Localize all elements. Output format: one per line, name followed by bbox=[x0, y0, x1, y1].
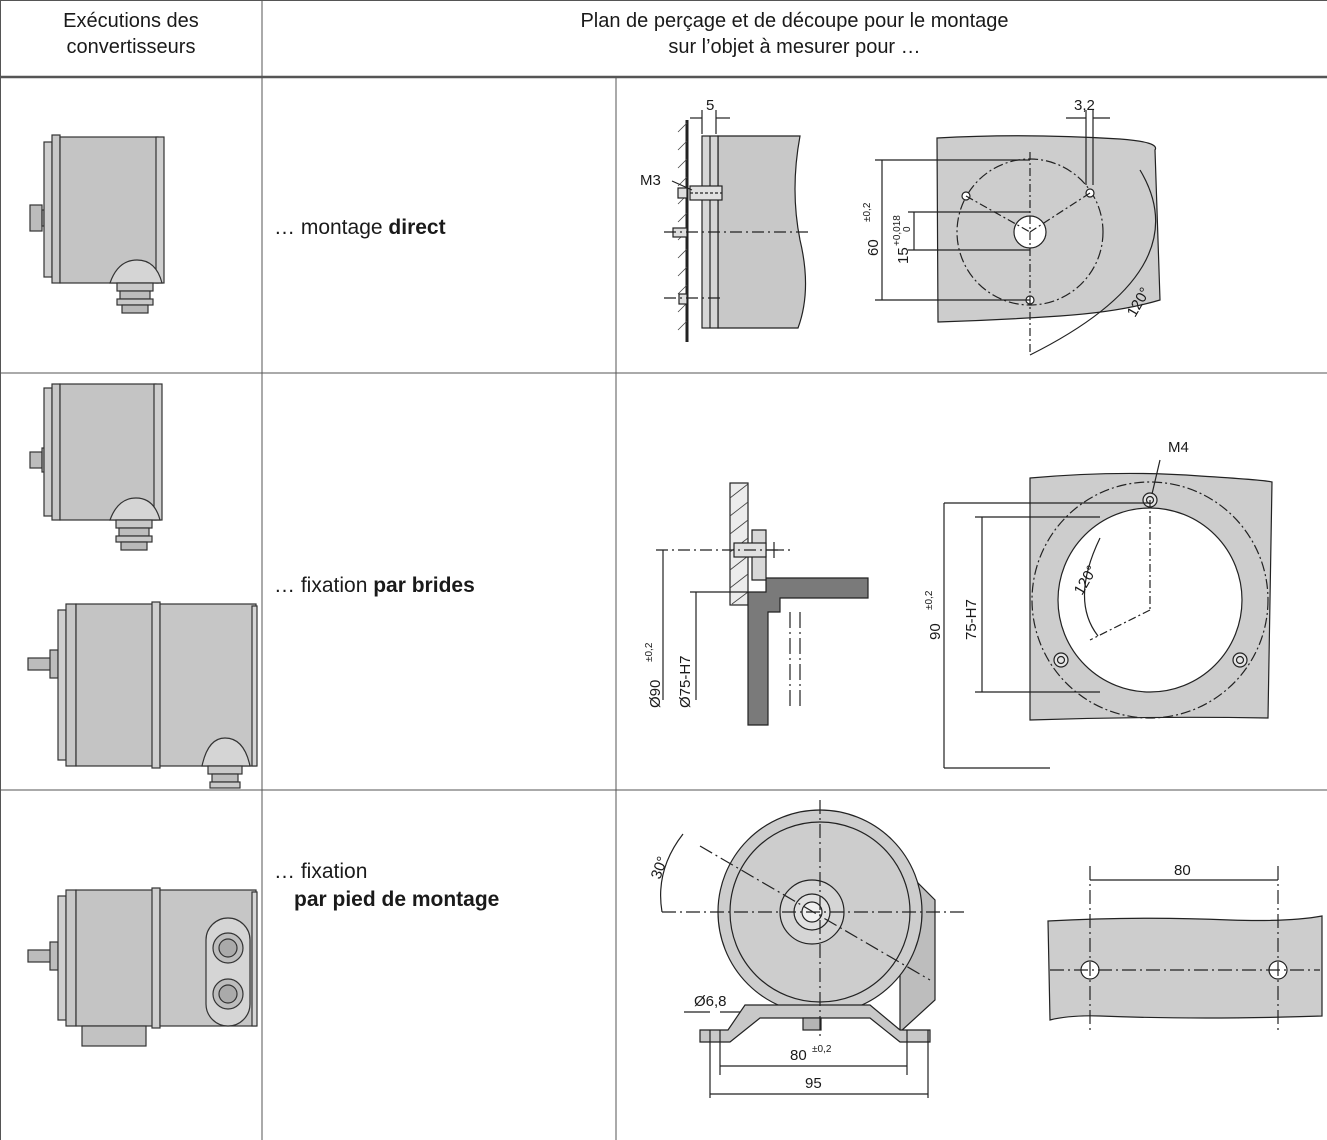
drawing-direct-front bbox=[875, 110, 1161, 356]
drawing-direct-side bbox=[664, 110, 810, 342]
row3-label-prefix: … fixation bbox=[274, 860, 368, 883]
drawing-flange-front bbox=[943, 459, 1273, 769]
row3-label: … fixation par pied de montage bbox=[274, 858, 499, 914]
dim-foot-d2: Ø6,8 bbox=[694, 993, 727, 1010]
drawing-flange-side bbox=[656, 482, 869, 726]
drawing-foot-holes bbox=[1047, 866, 1323, 1030]
row3-label-bold: par pied de montage bbox=[294, 888, 500, 911]
row2-label: … fixation par brides bbox=[274, 572, 475, 600]
encoder-direct-image bbox=[29, 134, 165, 314]
encoder-foot-image bbox=[27, 887, 258, 1047]
row1-label-bold: direct bbox=[388, 216, 446, 239]
dim-d5-text: 15 bbox=[895, 247, 912, 264]
row1-label: … montage direct bbox=[274, 214, 446, 242]
encoder-flange-image bbox=[29, 383, 163, 551]
dim-foot-d1: 30° bbox=[648, 854, 672, 881]
header-col1-line1: Exécutions des bbox=[63, 10, 199, 32]
header-col2-line1: Plan de perçage et de découpe pour le mo… bbox=[580, 10, 1009, 32]
dim-flange-d5: 75-H7 bbox=[963, 599, 980, 640]
dim-d5-tol-up: +0,018 bbox=[892, 215, 903, 246]
dim-d4-tol: ±0,2 bbox=[862, 202, 873, 222]
dim-foot-d5: 80 bbox=[1174, 862, 1191, 879]
dim-d1-text: 5 bbox=[706, 97, 714, 114]
header-col2: Plan de perçage et de découpe pour le mo… bbox=[262, 8, 1327, 60]
dim-flange-d4: 90 bbox=[927, 623, 944, 640]
header-col1: Exécutions des convertisseurs bbox=[0, 8, 262, 60]
dim-flange-m4: M4 bbox=[1168, 439, 1189, 456]
row2-label-prefix: … fixation bbox=[274, 574, 374, 597]
drawing-foot-front bbox=[660, 800, 965, 1098]
row2-label-bold: par brides bbox=[373, 574, 475, 597]
dim-flange-d1: Ø90 bbox=[647, 680, 664, 708]
dim-flange-d1-tol: ±0,2 bbox=[644, 642, 655, 662]
dim-flange-d2: Ø75-H7 bbox=[677, 655, 694, 708]
dim-m3-text: M3 bbox=[640, 172, 661, 189]
encoder-flange-long-image bbox=[27, 601, 258, 789]
dim-d3-text: 3,2 bbox=[1074, 97, 1095, 114]
header-col2-line2: sur l’objet à mesurer pour … bbox=[668, 36, 921, 58]
dim-d4-text: 60 bbox=[865, 239, 882, 256]
dim-foot-d4: 95 bbox=[805, 1075, 822, 1092]
dim-foot-d3: 80 bbox=[790, 1047, 807, 1064]
header-col1-line2: convertisseurs bbox=[66, 36, 196, 58]
row1-label-prefix: … montage bbox=[274, 216, 389, 239]
dim-flange-d4-tol: ±0,2 bbox=[924, 590, 935, 610]
dim-foot-d3-tol: ±0,2 bbox=[812, 1044, 832, 1055]
dim-d5-tol-low: 0 bbox=[902, 226, 913, 232]
